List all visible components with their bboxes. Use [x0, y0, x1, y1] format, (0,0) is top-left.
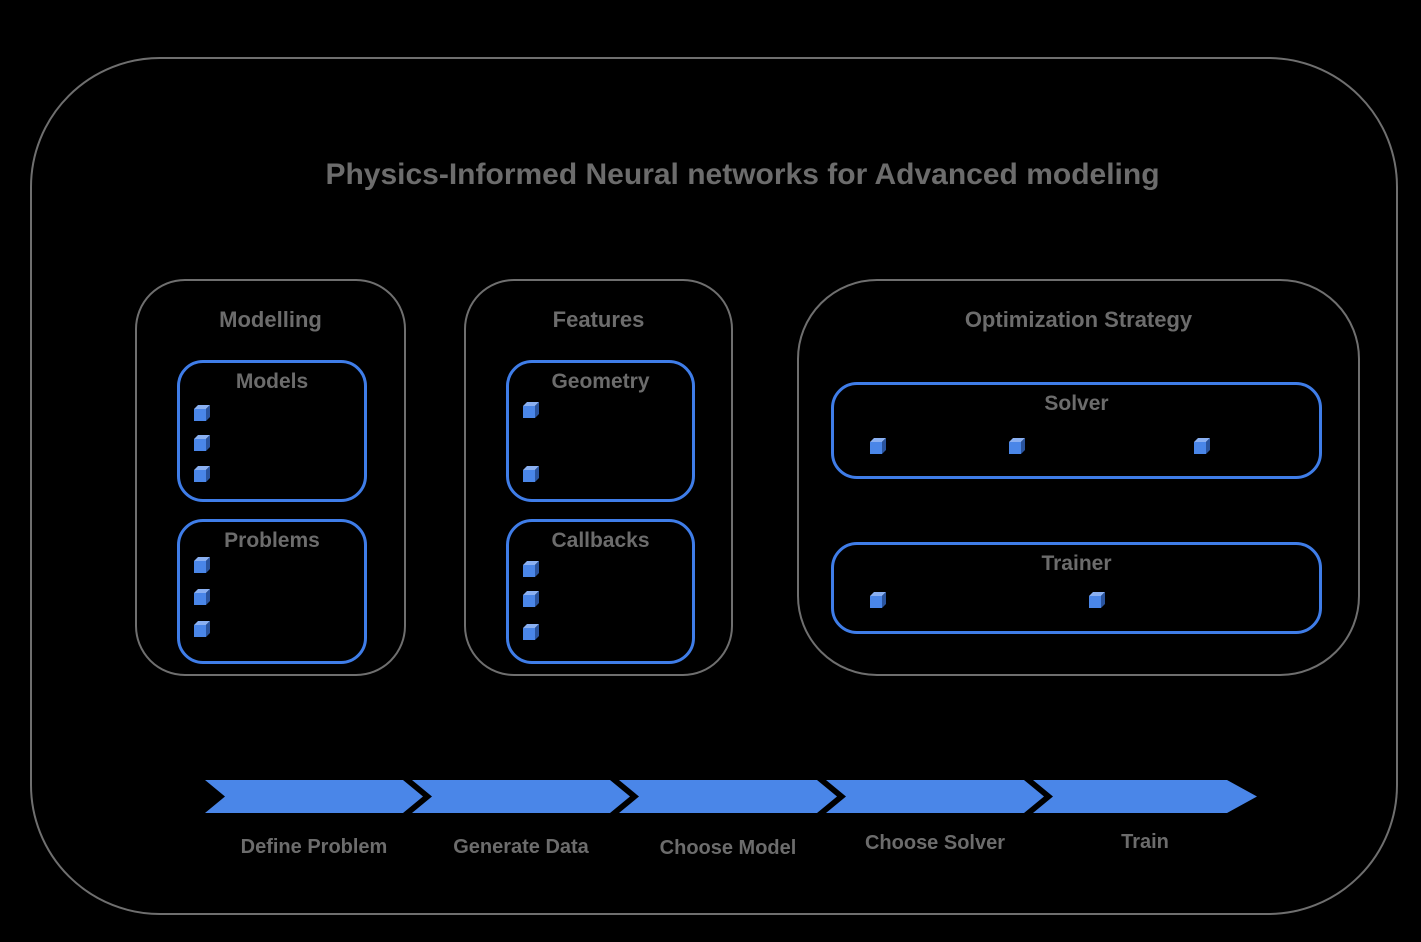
section-modelling: Modelling Models Problems — [135, 279, 406, 676]
section-modelling-title: Modelling — [219, 307, 322, 332]
box-callbacks-title: Callbacks — [551, 529, 650, 552]
pipeline-arrow-segment — [619, 780, 837, 813]
pipeline-step-define-problem: Define Problem — [240, 836, 388, 858]
cube-icon — [870, 442, 882, 454]
section-optimization-title: Optimization Strategy — [964, 307, 1193, 332]
box-solver: Solver — [831, 382, 1322, 479]
cube-icon — [1009, 442, 1021, 454]
section-features-title: Features — [552, 307, 645, 332]
cube-icon — [870, 596, 882, 608]
cube-icon — [523, 565, 535, 577]
cube-icon — [523, 470, 535, 482]
cube-icon — [1089, 596, 1101, 608]
box-problems: Problems — [177, 519, 367, 664]
box-trainer: Trainer — [831, 542, 1322, 634]
box-models-title: Models — [235, 370, 309, 393]
cube-icon — [523, 628, 535, 640]
pipeline-arrow-segment — [826, 780, 1044, 813]
section-optimization-strategy: Optimization Strategy Solver Trainer — [797, 279, 1360, 676]
section-features: Features Geometry Callbacks — [464, 279, 733, 676]
pipeline-arrow-segment — [412, 780, 630, 813]
box-geometry: Geometry — [506, 360, 695, 502]
cube-icon — [194, 593, 206, 605]
cube-icon — [194, 561, 206, 573]
cube-icon — [523, 406, 535, 418]
page-title: Physics-Informed Neural networks for Adv… — [325, 158, 1160, 191]
cube-icon — [194, 409, 206, 421]
cube-icon — [1194, 442, 1206, 454]
box-models: Models — [177, 360, 367, 502]
box-geometry-title: Geometry — [551, 370, 650, 393]
cube-icon — [194, 470, 206, 482]
pipeline-step-choose-solver: Choose Solver — [864, 832, 1006, 854]
box-callbacks: Callbacks — [506, 519, 695, 664]
cube-icon — [194, 625, 206, 637]
box-trainer-title: Trainer — [1041, 552, 1112, 575]
cube-icon — [523, 595, 535, 607]
outer-frame: Physics-Informed Neural networks for Adv… — [30, 57, 1398, 915]
pipeline-arrow-segment — [205, 780, 423, 813]
cube-icon — [194, 439, 206, 451]
pipeline-step-train: Train — [1121, 831, 1169, 853]
box-solver-title: Solver — [1044, 392, 1109, 415]
pipeline-step-choose-model: Choose Model — [659, 837, 797, 859]
pipeline-arrow-head — [1033, 780, 1257, 813]
pipeline-step-generate-data: Generate Data — [453, 836, 589, 858]
box-problems-title: Problems — [224, 529, 320, 552]
pipeline: Define Problem Generate Data Choose Mode… — [205, 780, 1257, 870]
